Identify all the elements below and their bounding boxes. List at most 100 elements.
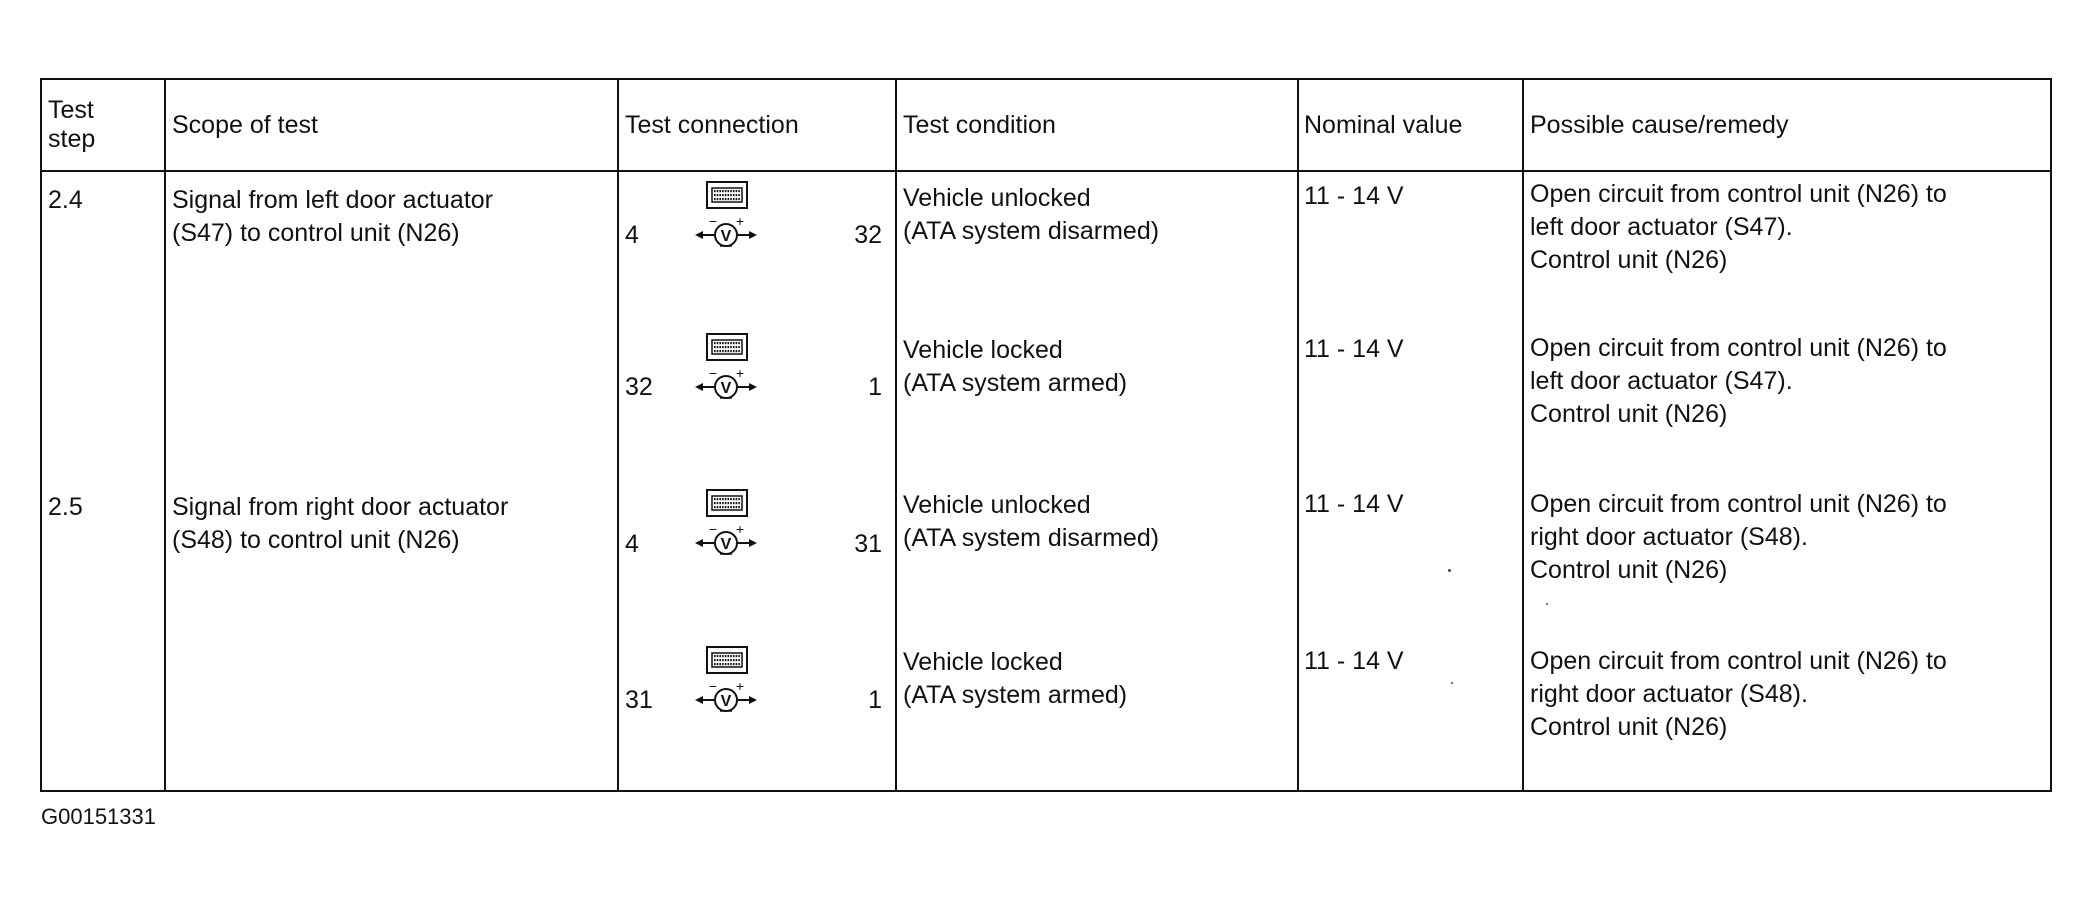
scope-line: Signal from right door actuator (172, 493, 509, 521)
connector-pin (732, 659, 735, 662)
connector-pin (716, 350, 719, 353)
connector-pin (714, 198, 716, 201)
connector-pin (735, 659, 738, 662)
connector-pin (724, 659, 727, 662)
connector-pin (735, 498, 738, 501)
connector-pin (730, 663, 732, 666)
connector-pin (730, 498, 732, 501)
arrow-right-icon (749, 696, 757, 704)
connector-pin (724, 346, 727, 349)
connector-voltmeter-icon: V−+ (695, 333, 757, 399)
connector-pin (716, 198, 719, 201)
connector-pin (716, 342, 719, 345)
pin-right: 1 (868, 686, 882, 714)
header-scope-label: Scope of test (172, 110, 318, 139)
connector-pin (719, 342, 721, 345)
pin-right: 32 (854, 221, 882, 249)
connector-pin (727, 194, 730, 197)
connector-pin (732, 655, 735, 658)
connector-pin (716, 194, 719, 197)
header-test-step-label: Test step (48, 96, 96, 153)
connector-pin (735, 655, 738, 658)
arrow-left-icon (695, 539, 703, 547)
header-scope: Scope of test (172, 80, 612, 170)
connector-pin (724, 502, 727, 505)
connector-pin (732, 190, 735, 193)
figure-code: G00151331 (41, 804, 156, 829)
connector-pin (727, 506, 730, 509)
connector-pin (719, 198, 721, 201)
connector-voltmeter-icon: V−+ (695, 181, 757, 247)
connector-pin (714, 190, 716, 193)
connector-pin (738, 190, 740, 193)
connector-pin (730, 198, 732, 201)
connector-pin (730, 194, 732, 197)
arrow-right-icon (749, 539, 757, 547)
remedy-line: right door actuator (S48). (1530, 523, 1808, 551)
condition-line: Vehicle unlocked (903, 184, 1091, 212)
connector-pin (735, 346, 738, 349)
connector-pin (738, 346, 740, 349)
connector-pin (732, 194, 735, 197)
polarity-minus: − (709, 678, 717, 694)
connector-pin (722, 655, 724, 658)
connector-pin (722, 663, 724, 666)
arrow-left-icon (695, 383, 703, 391)
voltmeter-label: V (721, 536, 732, 553)
pin-right: 31 (854, 530, 882, 558)
pin-left: 31 (625, 686, 653, 714)
connector-pin (714, 350, 716, 353)
connector-pin (730, 659, 732, 662)
connector-pin (727, 198, 730, 201)
nominal-value: 11 - 14 V (1304, 182, 1404, 210)
column-divider (1522, 80, 1524, 790)
connector-pin (732, 502, 735, 505)
connector-pin (719, 498, 721, 501)
connector-pin (716, 655, 719, 658)
connector-pin (727, 190, 730, 193)
column-divider (164, 80, 166, 790)
remedy-line: Control unit (N26) (1530, 400, 1728, 428)
test-step-value: 2.4 (48, 186, 83, 214)
connector-pin (714, 659, 716, 662)
header-condition: Test condition (903, 80, 1293, 170)
scope-line: (S48) to control unit (N26) (172, 526, 460, 554)
connector-pin (727, 350, 730, 353)
arrow-right-icon (749, 231, 757, 239)
connector-pin (738, 198, 740, 201)
connector-pin (732, 506, 735, 509)
connector-pin (719, 346, 721, 349)
connector-pin (730, 342, 732, 345)
connector-pin (716, 659, 719, 662)
remedy-line: left door actuator (S47). (1530, 213, 1793, 241)
connector-pin (716, 663, 719, 666)
connector-pin (735, 350, 738, 353)
connector-pin (735, 194, 738, 197)
polarity-minus: − (709, 365, 717, 381)
header-test-step: Test step (48, 80, 158, 170)
connector-pin (730, 502, 732, 505)
connector-pin (738, 498, 740, 501)
connector-pin (719, 502, 721, 505)
connector-pin (716, 498, 719, 501)
connector-pin (738, 655, 740, 658)
scan-speck (1451, 682, 1453, 684)
connector-pin (716, 506, 719, 509)
scan-speck (1448, 569, 1451, 572)
voltmeter-label: V (721, 693, 732, 710)
connector-pin (738, 194, 740, 197)
connector-pin (722, 498, 724, 501)
condition-line: (ATA system armed) (903, 681, 1128, 709)
connector-pin (732, 498, 735, 501)
test-step-value: 2.5 (48, 493, 83, 521)
connector-pin (724, 506, 727, 509)
condition-line: Vehicle unlocked (903, 491, 1091, 519)
connector-voltmeter-icon: V−+ (695, 646, 757, 712)
connector-pin (730, 350, 732, 353)
connector-pin (724, 198, 727, 201)
connector-pin-field (711, 187, 743, 203)
connector-pin (727, 342, 730, 345)
connector-pin (732, 663, 735, 666)
scope-line: (S47) to control unit (N26) (172, 219, 460, 247)
connector-pin (738, 506, 740, 509)
